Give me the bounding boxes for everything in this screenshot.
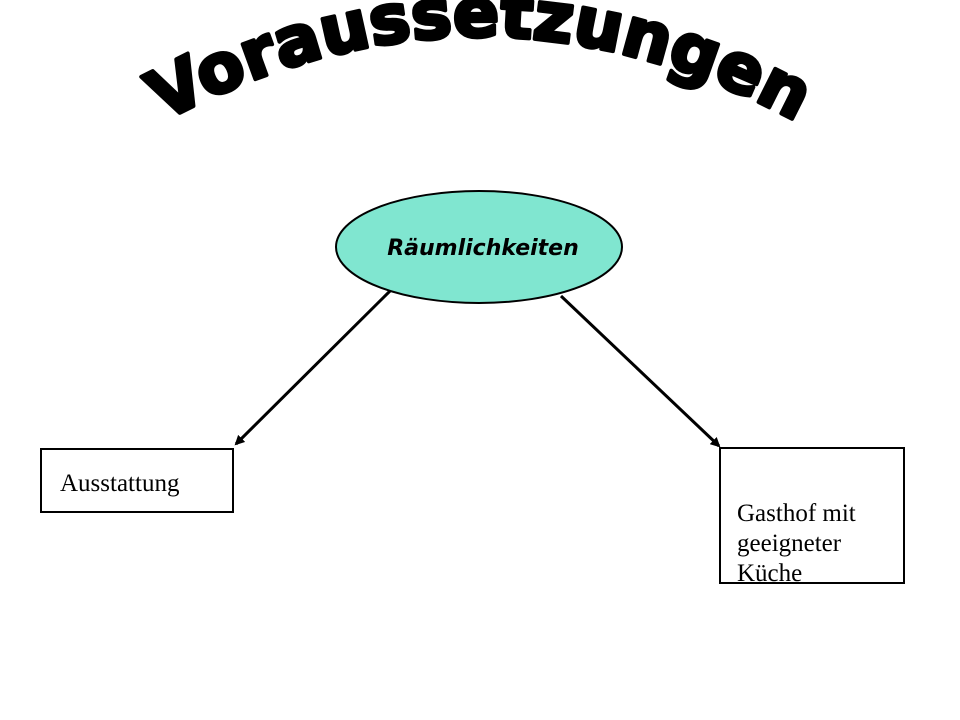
arrow-to-gasthof (559, 294, 721, 448)
arrow-to-ausstattung (234, 288, 393, 446)
node-ausstattung: Ausstattung (40, 448, 234, 513)
center-node-ellipse (335, 190, 623, 304)
center-node-label: Räumlichkeiten (387, 236, 579, 261)
node-gasthof-label: Gasthof mit geeigneter Küche (737, 500, 856, 587)
node-ausstattung-label: Ausstattung (60, 470, 180, 497)
node-gasthof: Gasthof mit geeigneter Küche (719, 447, 905, 587)
page-title: Voraussetzungen (135, 0, 824, 136)
